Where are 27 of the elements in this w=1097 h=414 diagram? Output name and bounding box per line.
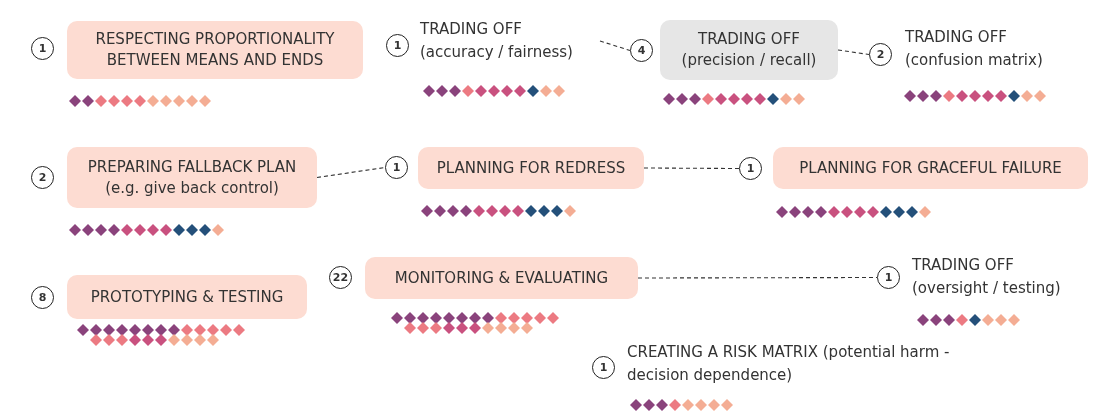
topic-text: CREATING A RISK MATRIX (potential harm - decision dependence)	[627, 341, 957, 387]
topic-text: TRADING OFF (accuracy / fairness)	[420, 18, 600, 64]
dashed-connector	[643, 167, 740, 170]
count-circle: 1	[877, 266, 900, 289]
topic-box: TRADING OFF (precision / recall)	[660, 20, 838, 80]
count-circle: 1	[385, 156, 408, 179]
count-circle: 8	[31, 286, 54, 309]
topic-box: MONITORING & EVALUATING	[365, 257, 638, 299]
count-circle: 1	[592, 356, 615, 379]
dashed-connector	[637, 276, 878, 279]
dashed-connector	[316, 166, 386, 179]
count-circle: 22	[329, 266, 352, 289]
topic-box: PLANNING FOR GRACEFUL FAILURE	[773, 147, 1088, 189]
count-circle: 1	[31, 37, 54, 60]
topic-box: RESPECTING PROPORTIONALITY BETWEEN MEANS AND ENDS	[67, 21, 363, 79]
count-circle: 2	[31, 166, 54, 189]
count-circle: 1	[386, 34, 409, 57]
topic-text: TRADING OFF (confusion matrix)	[905, 26, 1075, 72]
dashed-connector	[837, 49, 870, 56]
dashed-connector	[599, 40, 631, 52]
topic-box: PREPARING FALLBACK PLAN (e.g. give back control)	[67, 147, 317, 208]
count-circle: 4	[630, 39, 653, 62]
topic-text: TRADING OFF (oversight / testing)	[912, 254, 1087, 300]
topic-box: PROTOTYPING & TESTING	[67, 275, 307, 319]
topic-box: PLANNING FOR REDRESS	[418, 147, 644, 189]
count-circle: 2	[869, 43, 892, 66]
count-circle: 1	[739, 157, 762, 180]
